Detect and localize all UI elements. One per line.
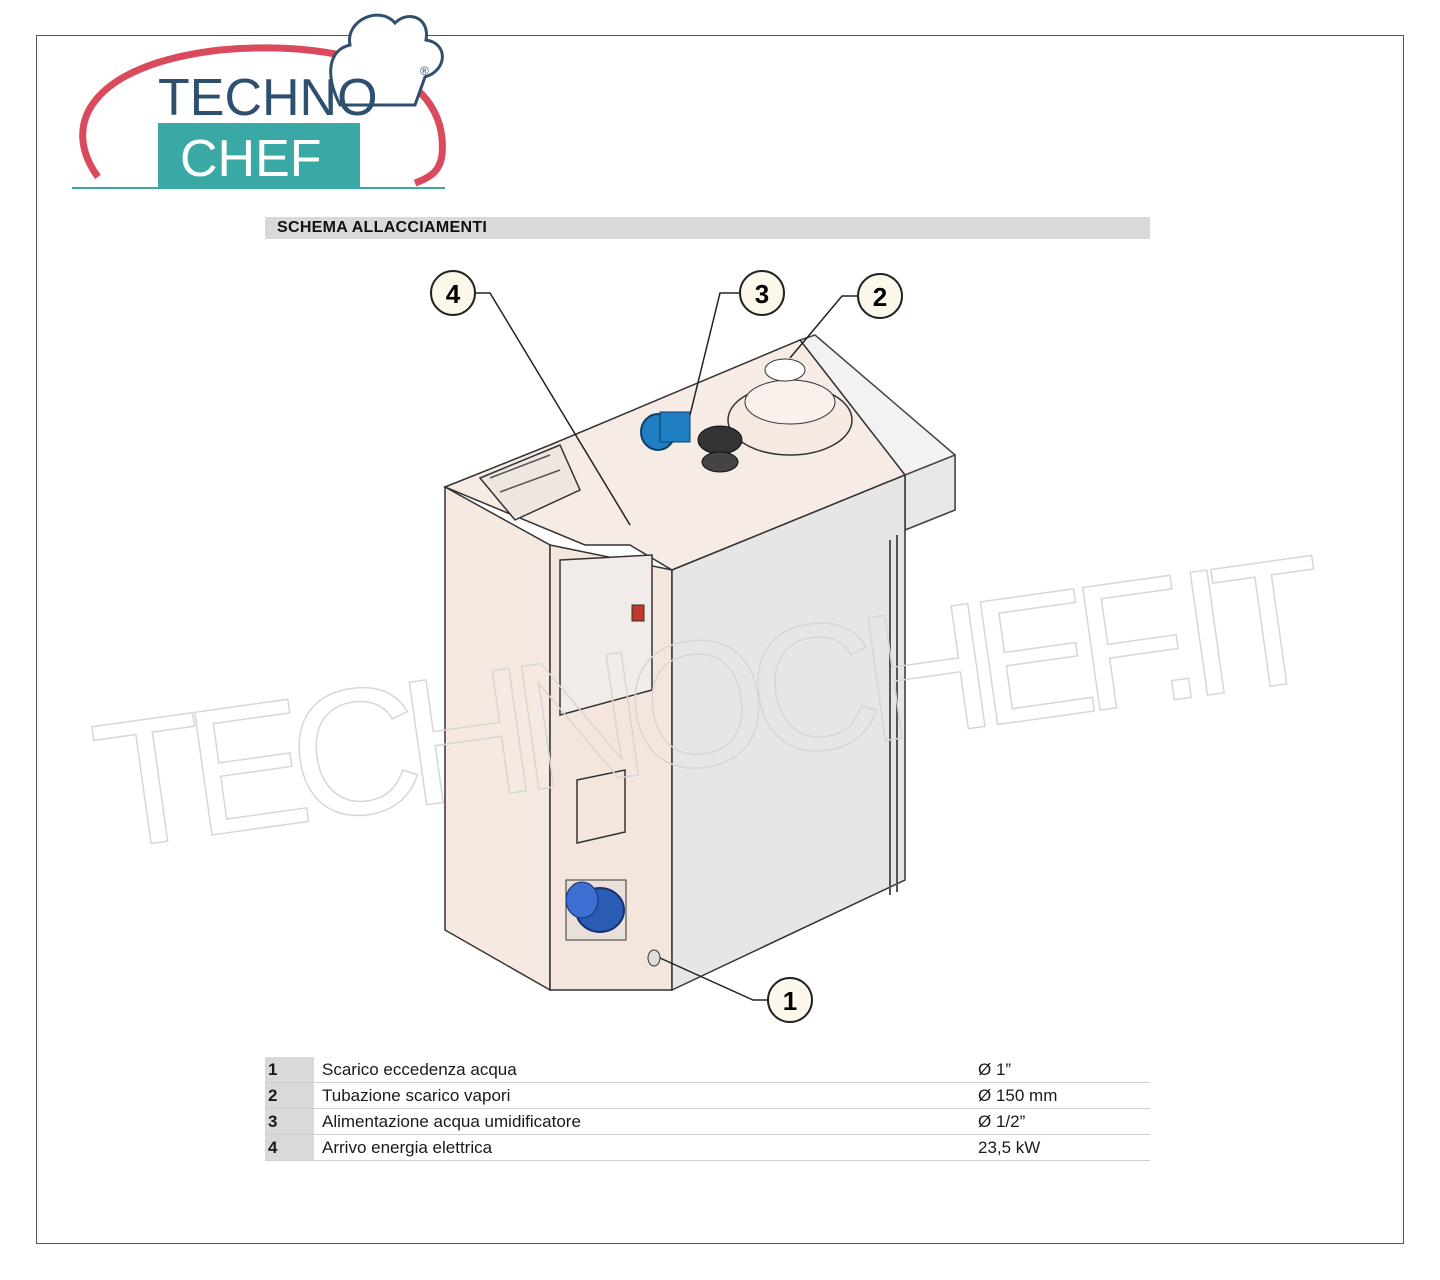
logo-arc	[79, 44, 446, 187]
roof-grille	[478, 444, 581, 521]
section-header: SCHEMA ALLACCIAMENTI	[265, 217, 1150, 239]
connections-table: 1 Scarico eccedenza acqua Ø 1” 2 Tubazio…	[265, 1057, 1150, 1161]
table-row: 1 Scarico eccedenza acqua Ø 1”	[265, 1057, 1150, 1083]
callout-4-label: 4	[446, 279, 461, 309]
row-number: 3	[265, 1108, 314, 1135]
leader-line-4	[475, 292, 631, 526]
row-number: 2	[265, 1082, 314, 1109]
callout-2-label: 2	[873, 282, 887, 312]
section-title: SCHEMA ALLACCIAMENTI	[277, 219, 488, 236]
table-row: 4 Arrivo energia elettrica 23,5 kW	[265, 1134, 1150, 1161]
row-value: 23,5 kW	[978, 1134, 1150, 1161]
main-switch-icon	[631, 604, 645, 622]
technochef-logo: TECHNO ® CHEF	[72, 13, 446, 189]
row-description: Scarico eccedenza acqua	[322, 1057, 978, 1083]
row-number: 4	[265, 1134, 314, 1161]
callout-1-label: 1	[783, 986, 797, 1016]
electrical-box	[559, 554, 653, 716]
water-pump-icon	[640, 411, 691, 451]
fan-motor-icon	[565, 879, 627, 941]
exhaust-fan	[727, 358, 853, 456]
table-row: 3 Alimentazione acqua umidificatore Ø 1/…	[265, 1108, 1150, 1135]
drain-outlet	[647, 949, 661, 967]
row-description: Tubazione scarico vapori	[322, 1082, 978, 1109]
table-row: 2 Tubazione scarico vapori Ø 150 mm	[265, 1082, 1150, 1109]
row-number: 1	[265, 1057, 314, 1083]
vent-grille	[889, 535, 898, 895]
leader-line-2	[789, 295, 857, 359]
callout-4: 4	[430, 270, 476, 316]
inspection-hatch	[576, 769, 626, 844]
leader-line-1	[659, 957, 768, 1001]
callout-3-label: 3	[755, 279, 769, 309]
page-frame	[36, 35, 1404, 1244]
row-description: Arrivo energia elettrica	[322, 1134, 978, 1161]
row-value: Ø 150 mm	[978, 1082, 1150, 1109]
logo-line1: TECHNO	[158, 69, 378, 127]
row-value: Ø 1”	[978, 1057, 1150, 1083]
callout-1: 1	[767, 977, 813, 1023]
callout-3: 3	[739, 270, 785, 316]
chef-hat-icon	[329, 13, 444, 107]
logo-line2: CHEF	[180, 130, 322, 188]
connection-diagram: 4 3 2 1	[430, 270, 956, 1023]
cabinet-right-side	[671, 473, 906, 992]
cabinet-left-side	[444, 485, 551, 992]
humidifier-valve	[697, 425, 743, 473]
leader-line-3	[689, 292, 740, 416]
logo-registered: ®	[420, 64, 429, 78]
row-value: Ø 1/2”	[978, 1108, 1150, 1135]
logo-teal-block	[158, 123, 360, 189]
row-description: Alimentazione acqua umidificatore	[322, 1108, 978, 1135]
callout-2: 2	[857, 273, 903, 319]
